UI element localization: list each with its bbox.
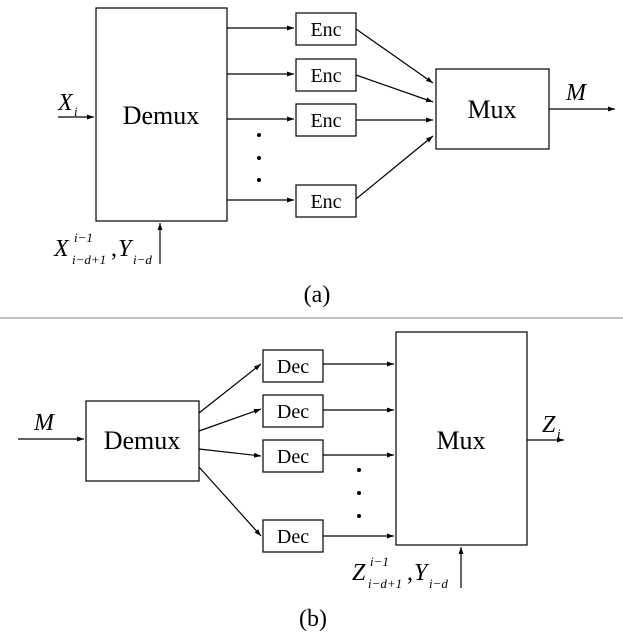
- side-info-y-b: Y: [414, 560, 430, 586]
- enc-to-mux-4: [355, 135, 434, 200]
- encoder-block-3: [295, 103, 357, 137]
- demux-to-dec-3: [198, 448, 262, 458]
- output-label-m-a: M: [565, 80, 588, 106]
- side-info-z: Z: [352, 560, 366, 586]
- side-info-sub1-b: i−d+1: [368, 576, 402, 591]
- demux-label-a: Demux: [123, 101, 200, 130]
- encoder-label-4: Enc: [310, 191, 341, 213]
- decoder-block-3: [262, 439, 324, 473]
- side-info-comma-b: ,: [407, 560, 413, 586]
- ellipsis-dot-a3: [257, 178, 261, 182]
- caption-a: (a): [304, 282, 331, 308]
- demux-block-a: [95, 7, 228, 222]
- ellipsis-dot-a2: [257, 156, 261, 160]
- ellipsis-dot-b1: [357, 468, 361, 472]
- mux-block-b: [395, 331, 528, 546]
- decoder-label-1: Dec: [277, 356, 309, 378]
- panel-b: M Demux Dec Dec Dec Dec Mux Z i: [18, 331, 564, 632]
- side-info-comma-a: ,: [111, 236, 117, 262]
- ellipsis-dot-b2: [357, 491, 361, 495]
- side-info-sub2-a: i−d: [133, 252, 152, 267]
- encoder-label-2: Enc: [310, 65, 341, 87]
- mux-label-b: Mux: [436, 426, 485, 455]
- caption-b: (b): [299, 606, 327, 632]
- enc-to-mux-1: [355, 28, 434, 84]
- output-sub-i: i: [557, 426, 561, 441]
- demux-to-dec-4: [198, 466, 262, 537]
- input-label-m-b: M: [33, 410, 56, 436]
- mux-block-a: [435, 68, 550, 150]
- decoder-label-3: Dec: [277, 446, 309, 468]
- decoder-block-1: [262, 349, 324, 383]
- demux-block-b: [85, 400, 200, 482]
- decoder-label-2: Dec: [277, 401, 309, 423]
- mux-label-a: Mux: [467, 95, 516, 124]
- side-info-sup-a: i−1: [74, 230, 93, 245]
- input-label-x: X: [57, 90, 74, 116]
- encoder-label-3: Enc: [310, 110, 341, 132]
- input-sub-i: i: [74, 104, 78, 119]
- panel-a: Demux X i X i−1 i−d+1 , Y i−d Enc Enc En…: [53, 7, 615, 308]
- demux-to-dec-1: [198, 363, 262, 414]
- ellipsis-dot-a1: [257, 133, 261, 137]
- decoder-label-4: Dec: [277, 526, 309, 548]
- output-label-z: Z: [542, 412, 556, 438]
- demux-to-dec-2: [198, 408, 262, 432]
- encoder-label-1: Enc: [310, 19, 341, 41]
- side-info-sub2-b: i−d: [429, 576, 448, 591]
- side-info-y-a: Y: [118, 236, 134, 262]
- side-info-x: X: [53, 236, 70, 262]
- enc-to-mux-2: [355, 74, 434, 103]
- decoder-block-2: [262, 394, 324, 428]
- side-info-sup-b: i−1: [370, 554, 389, 569]
- encoder-block-2: [295, 58, 357, 92]
- encoder-block-4: [295, 184, 357, 218]
- decoder-block-4: [262, 519, 324, 553]
- ellipsis-dot-b3: [357, 514, 361, 518]
- demux-label-b: Demux: [104, 426, 181, 455]
- side-info-sub1-a: i−d+1: [72, 252, 106, 267]
